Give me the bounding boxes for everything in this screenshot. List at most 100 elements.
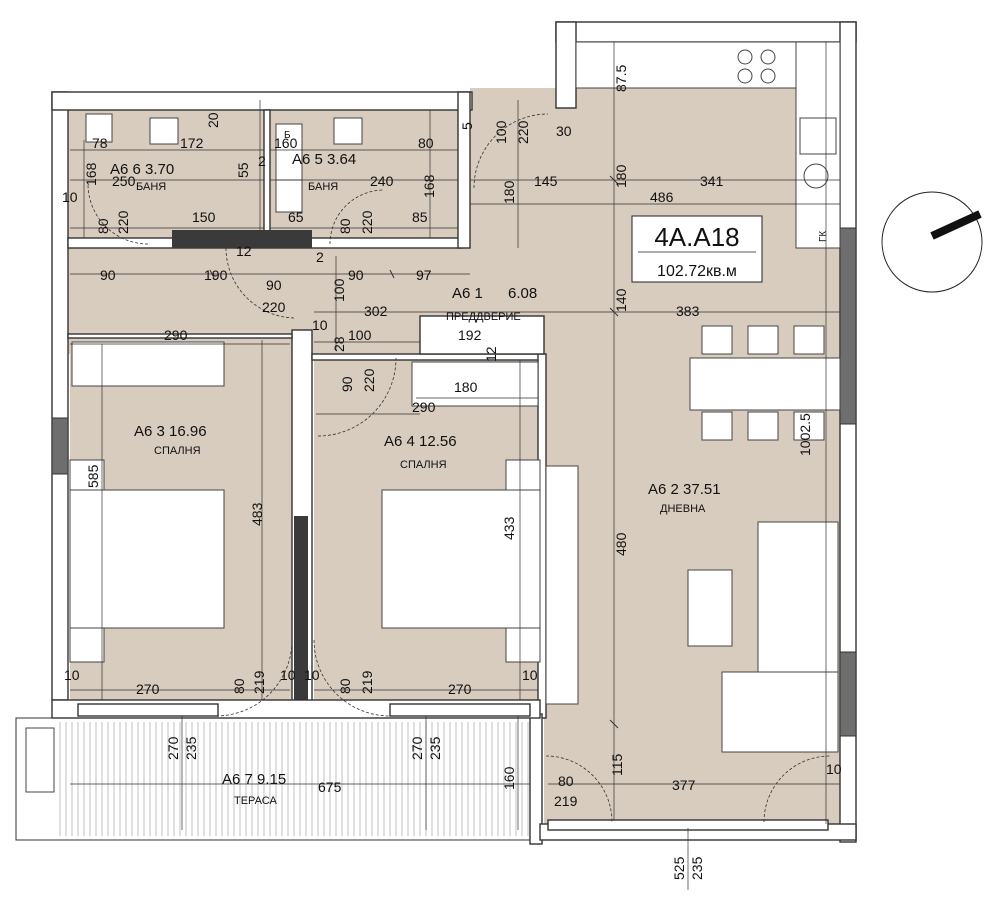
- room-a6-5-label: A6 5 3.64: [292, 151, 356, 168]
- outer-wall-right: [839, 21, 857, 843]
- wall-bath-right: [457, 91, 471, 249]
- door-swing: [215, 639, 293, 717]
- dim-label: 160: [501, 766, 517, 790]
- dim-label: 80: [95, 218, 111, 234]
- dim-label: 80: [418, 135, 434, 151]
- dim-label: 220: [115, 210, 131, 234]
- dim-label: 2: [258, 153, 266, 169]
- room-a6-3-type: СПАЛНЯ: [154, 445, 201, 457]
- dim-label: 168: [83, 162, 99, 186]
- door-swing: [225, 247, 297, 319]
- dim-label: 10: [280, 667, 296, 683]
- wall-bedroom3-top: [67, 333, 293, 339]
- dim-label: 168: [421, 174, 437, 198]
- dim-label: 383: [676, 303, 700, 319]
- dim-label: 55: [235, 162, 251, 178]
- dim-label: 90: [348, 267, 364, 283]
- wall-bedroom4-top: [311, 353, 545, 361]
- window-living-upper: [839, 227, 857, 425]
- dim-label: 10: [304, 667, 320, 683]
- unit-area: 102.72кв.м: [657, 263, 737, 280]
- north-arrow-circle: [881, 191, 983, 293]
- door-swing: [545, 755, 613, 823]
- dim-label: 10: [64, 667, 80, 683]
- closet-hall: [419, 315, 545, 355]
- dim-label: 90: [339, 376, 355, 392]
- dining-chair: [793, 325, 825, 355]
- dining-chair: [793, 411, 825, 441]
- dim-label: 270: [165, 736, 181, 760]
- dim-label: 180: [454, 379, 478, 395]
- dim-label: 12: [236, 243, 252, 259]
- outer-wall-top-left: [51, 91, 473, 111]
- north-arrow-needle-icon: [930, 210, 982, 240]
- dining-chair: [701, 411, 733, 441]
- dining-chair: [747, 411, 779, 441]
- dim-label: 80: [337, 678, 353, 694]
- dim-label: 150: [192, 209, 216, 225]
- room-labels: A6 6 3.70 БАНЯ A6 5 3.64 БАНЯ A6 1 6.08 …: [110, 151, 721, 807]
- room-a6-6-label: A6 6 3.70: [110, 161, 174, 178]
- room-a6-2-label: A6 2 37.51: [648, 481, 721, 498]
- dim-label: 140: [613, 288, 629, 312]
- dim-label: 160: [274, 135, 298, 151]
- window-living-lower: [839, 651, 857, 737]
- door-swing: [317, 357, 397, 437]
- dim-label: 525: [671, 856, 687, 880]
- dim-label: 486: [650, 189, 674, 205]
- nightstand: [505, 627, 541, 663]
- nightstand: [69, 627, 105, 663]
- dim-label: 10: [522, 667, 538, 683]
- hob-burner-icon: [737, 68, 753, 84]
- wall-bath-dark: [172, 230, 312, 248]
- nightstand: [69, 459, 105, 491]
- room-a6-4-type: СПАЛНЯ: [400, 459, 447, 471]
- dim-label: 5: [459, 122, 475, 130]
- dim-label: 20: [205, 112, 221, 128]
- outer-wall-kitchen-left: [555, 21, 577, 109]
- dim-label: 219: [359, 670, 375, 694]
- hob-burner-icon: [760, 68, 776, 84]
- boiler-icon: [275, 123, 303, 181]
- dim-label: 28: [331, 336, 347, 352]
- dim-label: 220: [262, 299, 286, 315]
- unit-code: 4A.A18: [654, 222, 739, 252]
- dim-label: 97: [416, 267, 432, 283]
- sink-icon: [799, 117, 837, 155]
- dim-label: 12: [483, 346, 499, 362]
- dim-label: 78: [92, 135, 108, 151]
- dim-label: 270: [448, 681, 472, 697]
- dim-label: 341: [700, 173, 724, 189]
- dim-label: 585: [85, 464, 101, 488]
- dim-label: 219: [554, 793, 578, 809]
- dim-label: 220: [361, 368, 377, 392]
- dim-label: 30: [556, 123, 572, 139]
- coffee-table: [687, 569, 733, 647]
- washer-icon: [275, 179, 303, 213]
- dim-label: 80: [231, 678, 247, 694]
- dimension-text: 78 172 160 80 30 250 2 240 145 341 486 1…: [62, 65, 842, 880]
- dim-label: 10: [312, 317, 328, 333]
- dining-table: [689, 357, 841, 411]
- sofa-chaise: [721, 671, 839, 753]
- window-bedroom3: [51, 417, 69, 475]
- dim-label: 180: [613, 164, 629, 188]
- dim-label: 290: [412, 399, 436, 415]
- terrace-unit: [25, 727, 55, 793]
- room-a6-2-type: ДНЕВНА: [660, 503, 706, 515]
- dim-label: 1002.5: [797, 413, 813, 456]
- windows: [51, 227, 857, 831]
- wardrobe-bedroom3: [71, 341, 225, 387]
- dim-label: 192: [458, 327, 482, 343]
- dim-label: 10: [826, 761, 842, 777]
- dim-label: 172: [180, 135, 204, 151]
- room-a6-6-type: БАНЯ: [136, 181, 166, 193]
- dim-label: 290: [164, 327, 188, 343]
- terrace-deck: [59, 722, 529, 836]
- room-a6-7-type: ТЕРАСА: [234, 795, 277, 807]
- dim-label: 235: [427, 736, 443, 760]
- toilet-icon: [149, 117, 179, 145]
- dim-label: 302: [364, 303, 388, 319]
- room-a6-1-type: ПРЕДДВЕРИЕ: [446, 311, 521, 323]
- dim-label: 80: [558, 773, 574, 789]
